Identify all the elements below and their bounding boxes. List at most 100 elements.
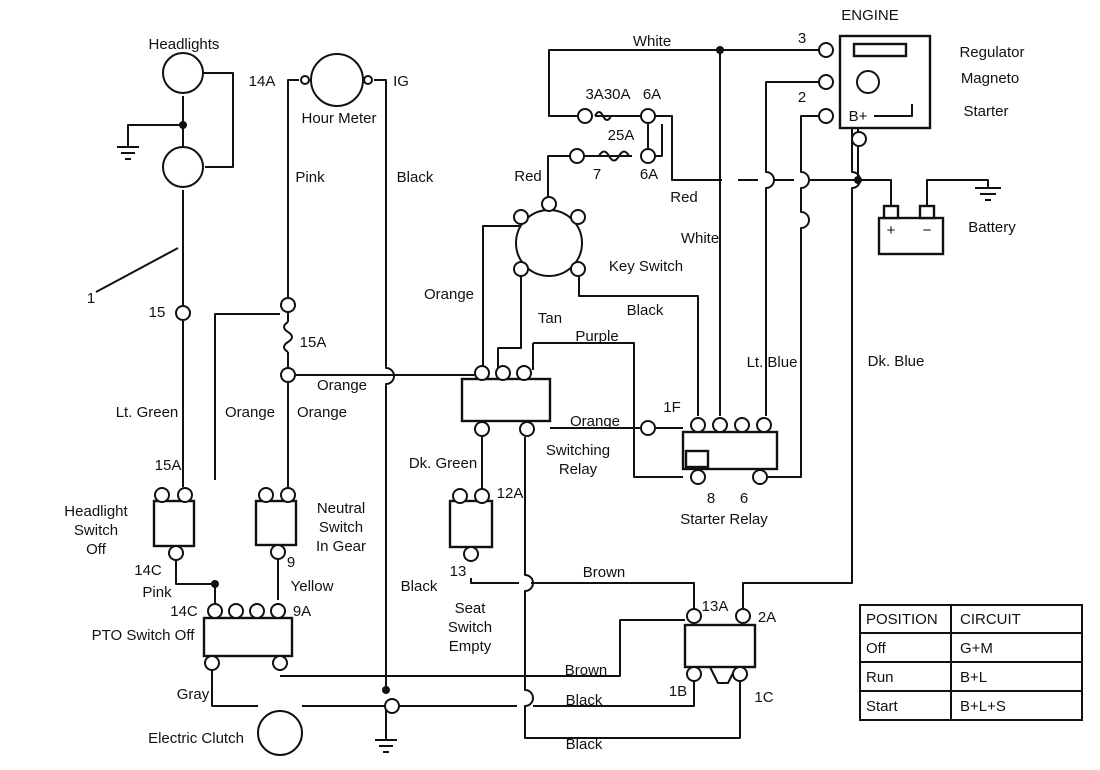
table-cell: Off xyxy=(866,640,887,657)
table-header-circuit: CIRCUIT xyxy=(960,611,1021,628)
wire-label-red-key: Red xyxy=(514,168,542,185)
pto-switch-label: PTO Switch Off xyxy=(92,627,196,644)
terminal-9a: 9A xyxy=(293,603,311,620)
seat-switch xyxy=(448,499,494,549)
terminal-14c-headlight: 14C xyxy=(134,562,162,579)
fuse-15a xyxy=(283,321,293,353)
terminal-13a: 13A xyxy=(702,598,729,615)
ignition-module xyxy=(683,623,757,669)
wire-label-orange-h: Orange xyxy=(317,377,367,394)
starter-relay-label: Starter Relay xyxy=(680,511,768,528)
table-cell: Start xyxy=(866,698,899,715)
wire-label-black-bottom: Black xyxy=(566,736,603,753)
position-circuit-table: POSITION CIRCUIT Off G+M Run B+L Start B… xyxy=(859,604,1083,721)
wire-label-orange-key: Orange xyxy=(424,286,474,303)
wire-label-black-top: Black xyxy=(397,169,434,186)
wire-label-yellow: Yellow xyxy=(291,578,334,595)
neutral-switch xyxy=(254,499,298,547)
wire-label-orange-right: Orange xyxy=(297,404,347,421)
terminal-labels: 14A IG 3 2 3A30A 6A 25A 7 6A 15 15A 15A … xyxy=(134,30,806,706)
terminal-14c-pto: 14C xyxy=(170,603,198,620)
wire-label-lt-green: Lt. Green xyxy=(116,404,179,421)
terminal-6: 6 xyxy=(740,490,748,507)
terminal-15: 15 xyxy=(149,304,166,321)
battery xyxy=(877,204,945,256)
wires xyxy=(127,49,989,740)
key-switch-label: Key Switch xyxy=(609,258,683,275)
wire-label-pink-top: Pink xyxy=(295,169,325,186)
wire-label-black-key: Black xyxy=(627,302,664,319)
table-cell: G+M xyxy=(960,640,993,657)
headlight-upper xyxy=(162,52,204,94)
wire-label-white-top: White xyxy=(633,33,671,50)
fuse-3a30a-label: 3A30A xyxy=(585,86,630,103)
terminal-3: 3 xyxy=(798,30,806,47)
wire-label-orange-relay: Orange xyxy=(570,413,620,430)
component-labels: Headlights Hour Meter ENGINE Regulator M… xyxy=(64,7,1024,747)
headlight-switch xyxy=(152,499,196,548)
fuse-6a-label: 6A xyxy=(643,86,661,103)
engine-block xyxy=(838,34,932,130)
callout-leader xyxy=(95,247,179,293)
terminal-14a: 14A xyxy=(249,73,276,90)
ground-icon xyxy=(375,739,397,753)
engine-label: ENGINE xyxy=(841,7,899,24)
hour-meter xyxy=(310,53,364,107)
wire-label-red-mid: Red xyxy=(670,189,698,206)
wire-label-orange-left: Orange xyxy=(225,404,275,421)
fuse-3a30a xyxy=(594,111,612,121)
hour-meter-label: Hour Meter xyxy=(301,110,376,127)
terminal-1f: 1F xyxy=(663,399,681,416)
table-cell: B+L+S xyxy=(960,698,1006,715)
wire-label-dk-blue: Dk. Blue xyxy=(868,353,925,370)
wire-label-brown-low: Brown xyxy=(565,662,608,679)
callout-label: 1 xyxy=(87,290,95,307)
headlights-label: Headlights xyxy=(149,36,220,53)
headlight-lower xyxy=(162,146,204,188)
fuse-25a xyxy=(598,150,630,162)
magneto-label: Magneto xyxy=(961,70,1019,87)
wire-label-gray: Gray xyxy=(177,686,210,703)
wire-labels: White Red Red White Pink Black Black Ora… xyxy=(116,33,925,753)
ground-icon xyxy=(117,146,139,160)
terminal-2: 2 xyxy=(798,89,806,106)
electric-clutch-label: Electric Clutch xyxy=(148,730,244,747)
terminal-15a: 15A xyxy=(155,457,182,474)
junction-dots xyxy=(179,46,862,694)
terminal-8: 8 xyxy=(707,490,715,507)
terminal-12a: 12A xyxy=(497,485,524,502)
fuse-25a-label: 25A xyxy=(608,127,635,144)
b-plus-label: B+ xyxy=(849,108,868,125)
battery-label: Battery xyxy=(968,219,1016,236)
terminals xyxy=(154,42,867,714)
terminal-1b: 1B xyxy=(669,683,687,700)
wire-label-purple: Purple xyxy=(575,328,618,345)
battery-plus-label: + xyxy=(887,222,896,239)
wire-label-black-low: Black xyxy=(566,692,603,709)
wire-label-black-mid: Black xyxy=(401,578,438,595)
terminal-7: 7 xyxy=(593,166,601,183)
wire-label-dk-green: Dk. Green xyxy=(409,455,477,472)
wire-label-pink-low: Pink xyxy=(142,584,172,601)
electric-clutch xyxy=(257,710,303,756)
wire-label-white-mid: White xyxy=(681,230,719,247)
wire-label-tan: Tan xyxy=(538,310,562,327)
table-cell: Run xyxy=(866,669,894,686)
pto-switch xyxy=(202,616,294,658)
terminal-1c: 1C xyxy=(754,689,773,706)
terminal-13: 13 xyxy=(450,563,467,580)
terminal-9: 9 xyxy=(287,554,295,571)
terminal-2a: 2A xyxy=(758,609,776,626)
regulator-label: Regulator xyxy=(959,44,1024,61)
wire-label-brown-top: Brown xyxy=(583,564,626,581)
terminal-ig: IG xyxy=(393,73,409,90)
battery-minus-label: − xyxy=(923,222,932,239)
ground-icon xyxy=(975,187,1001,201)
table-header-position: POSITION xyxy=(866,611,938,628)
switching-relay xyxy=(460,377,552,423)
terminal-6a: 6A xyxy=(640,166,658,183)
